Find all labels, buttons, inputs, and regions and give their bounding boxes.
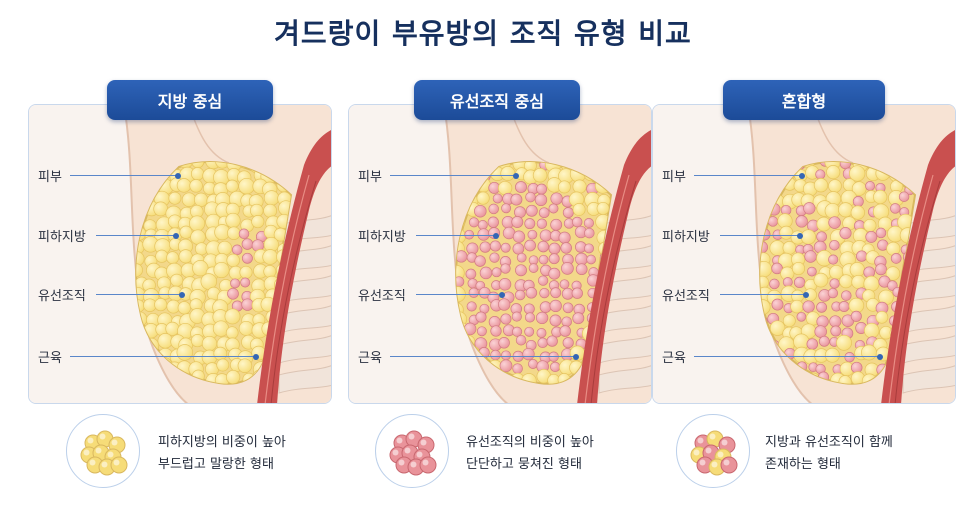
label-skin: 피부 <box>358 170 382 185</box>
leader-line-gland <box>416 294 502 295</box>
description-line-1: 지방과 유선조직이 함께 <box>765 435 893 450</box>
label-gland: 유선조직 <box>662 289 710 304</box>
leader-line-muscle <box>390 356 576 357</box>
panel-fat-dominant <box>28 104 332 404</box>
leader-dot-skin <box>175 172 181 179</box>
label-gland: 유선조직 <box>358 289 406 304</box>
description-mixed: 지방과 유선조직이 함께 존재하는 형태 <box>765 432 893 476</box>
badge-gland-dominant: 유선조직 중심 <box>414 80 580 120</box>
gland-cluster-icon <box>375 414 449 488</box>
leader-dot-muscle <box>253 353 259 360</box>
page-title: 겨드랑이 부유방의 조직 유형 비교 <box>274 17 692 50</box>
leader-line-fat <box>96 235 176 236</box>
fat-cluster-icon <box>66 414 140 488</box>
leader-line-gland <box>96 294 182 295</box>
leader-dot-fat <box>493 232 499 239</box>
label-gland: 유선조직 <box>38 289 86 304</box>
label-fat: 피하지방 <box>38 230 86 245</box>
label-skin: 피부 <box>662 170 686 185</box>
description-line-2: 존재하는 형태 <box>765 457 841 472</box>
leader-line-fat <box>720 235 800 236</box>
leader-line-skin <box>390 175 516 176</box>
muscle <box>577 130 651 403</box>
leader-dot-fat <box>173 232 179 239</box>
description-gland-dominant: 유선조직의 비중이 높아 단단하고 뭉쳐진 형태 <box>466 432 594 476</box>
muscle <box>257 130 331 403</box>
badge-fat-dominant: 지방 중심 <box>107 80 273 120</box>
description-line-1: 피하지방의 비중이 높아 <box>158 435 286 450</box>
leader-dot-skin <box>799 172 805 179</box>
description-line-2: 단단하고 뭉쳐진 형태 <box>466 457 582 472</box>
leader-dot-muscle <box>877 353 883 360</box>
leader-dot-gland <box>803 291 809 298</box>
label-muscle: 근육 <box>38 351 62 366</box>
description-fat-dominant: 피하지방의 비중이 높아 부드럽고 말랑한 형태 <box>158 432 286 476</box>
leader-line-skin <box>694 175 802 176</box>
leader-dot-gland <box>499 291 505 298</box>
panel-mixed <box>652 104 956 404</box>
leader-dot-muscle <box>573 353 579 360</box>
muscle <box>881 130 955 403</box>
label-muscle: 근육 <box>358 351 382 366</box>
mixed-cluster-icon <box>676 414 750 488</box>
label-fat: 피하지방 <box>662 230 710 245</box>
label-skin: 피부 <box>38 170 62 185</box>
description-line-1: 유선조직의 비중이 높아 <box>466 435 594 450</box>
label-muscle: 근육 <box>662 351 686 366</box>
label-fat: 피하지방 <box>358 230 406 245</box>
leader-dot-skin <box>513 172 519 179</box>
leader-dot-fat <box>797 232 803 239</box>
leader-line-fat <box>416 235 496 236</box>
leader-line-gland <box>720 294 806 295</box>
leader-line-muscle <box>694 356 880 357</box>
panel-gland-dominant <box>348 104 652 404</box>
leader-dot-gland <box>179 291 185 298</box>
badge-mixed: 혼합형 <box>723 80 885 120</box>
leader-line-skin <box>70 175 178 176</box>
description-line-2: 부드럽고 말랑한 형태 <box>158 457 274 472</box>
leader-line-muscle <box>70 356 256 357</box>
